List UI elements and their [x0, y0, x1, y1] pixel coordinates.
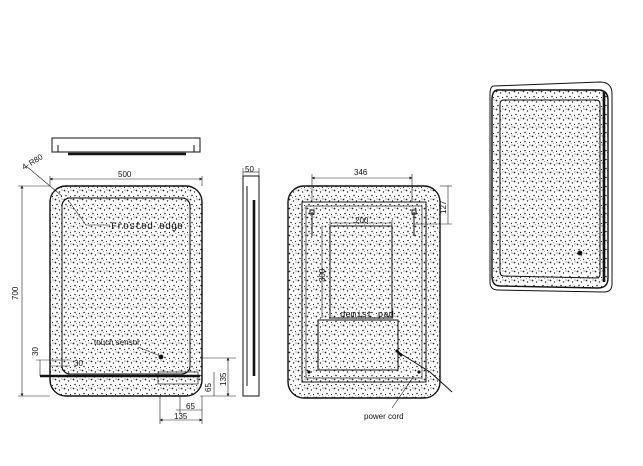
- top-view: [51, 137, 201, 156]
- side-view: [242, 168, 260, 397]
- pad-width-dimension: 200: [355, 216, 369, 225]
- front-dimensions: [18, 165, 236, 424]
- height-dimension: 700: [11, 286, 20, 300]
- demist-pad-label: demist pad: [340, 310, 394, 320]
- sensor-small-width-dimension: 65: [186, 402, 195, 411]
- width-dimension: 500: [118, 170, 132, 179]
- touch-sensor-dot-perspective: [577, 250, 583, 256]
- sensor-offset-vertical: 30: [31, 347, 40, 356]
- radius-prefix-label: 4-: [20, 160, 31, 172]
- sensor-width-dimension: 135: [174, 412, 188, 421]
- radius-label: R80: [27, 152, 45, 168]
- frosted-edge-label: Frosted edge: [111, 221, 183, 233]
- back-width-dimension: 346: [354, 168, 368, 177]
- sensor-offset-horizontal: 30: [74, 359, 83, 368]
- front-view: [40, 185, 203, 397]
- power-cord-label: power cord: [364, 412, 404, 421]
- touch-sensor-dot: [158, 354, 164, 360]
- back-view: [287, 185, 453, 399]
- sensor-height-dimension: 135: [219, 372, 228, 386]
- sensor-small-height-dimension: 65: [204, 383, 213, 392]
- back-top-dimension: 127: [439, 200, 448, 214]
- back-dimensions: [311, 174, 452, 409]
- touch-sensor-label: touch sensor: [94, 338, 140, 347]
- perspective-view: [489, 81, 613, 293]
- depth-dimension: 50: [245, 165, 254, 174]
- pad-height-dimension: 300: [318, 268, 327, 282]
